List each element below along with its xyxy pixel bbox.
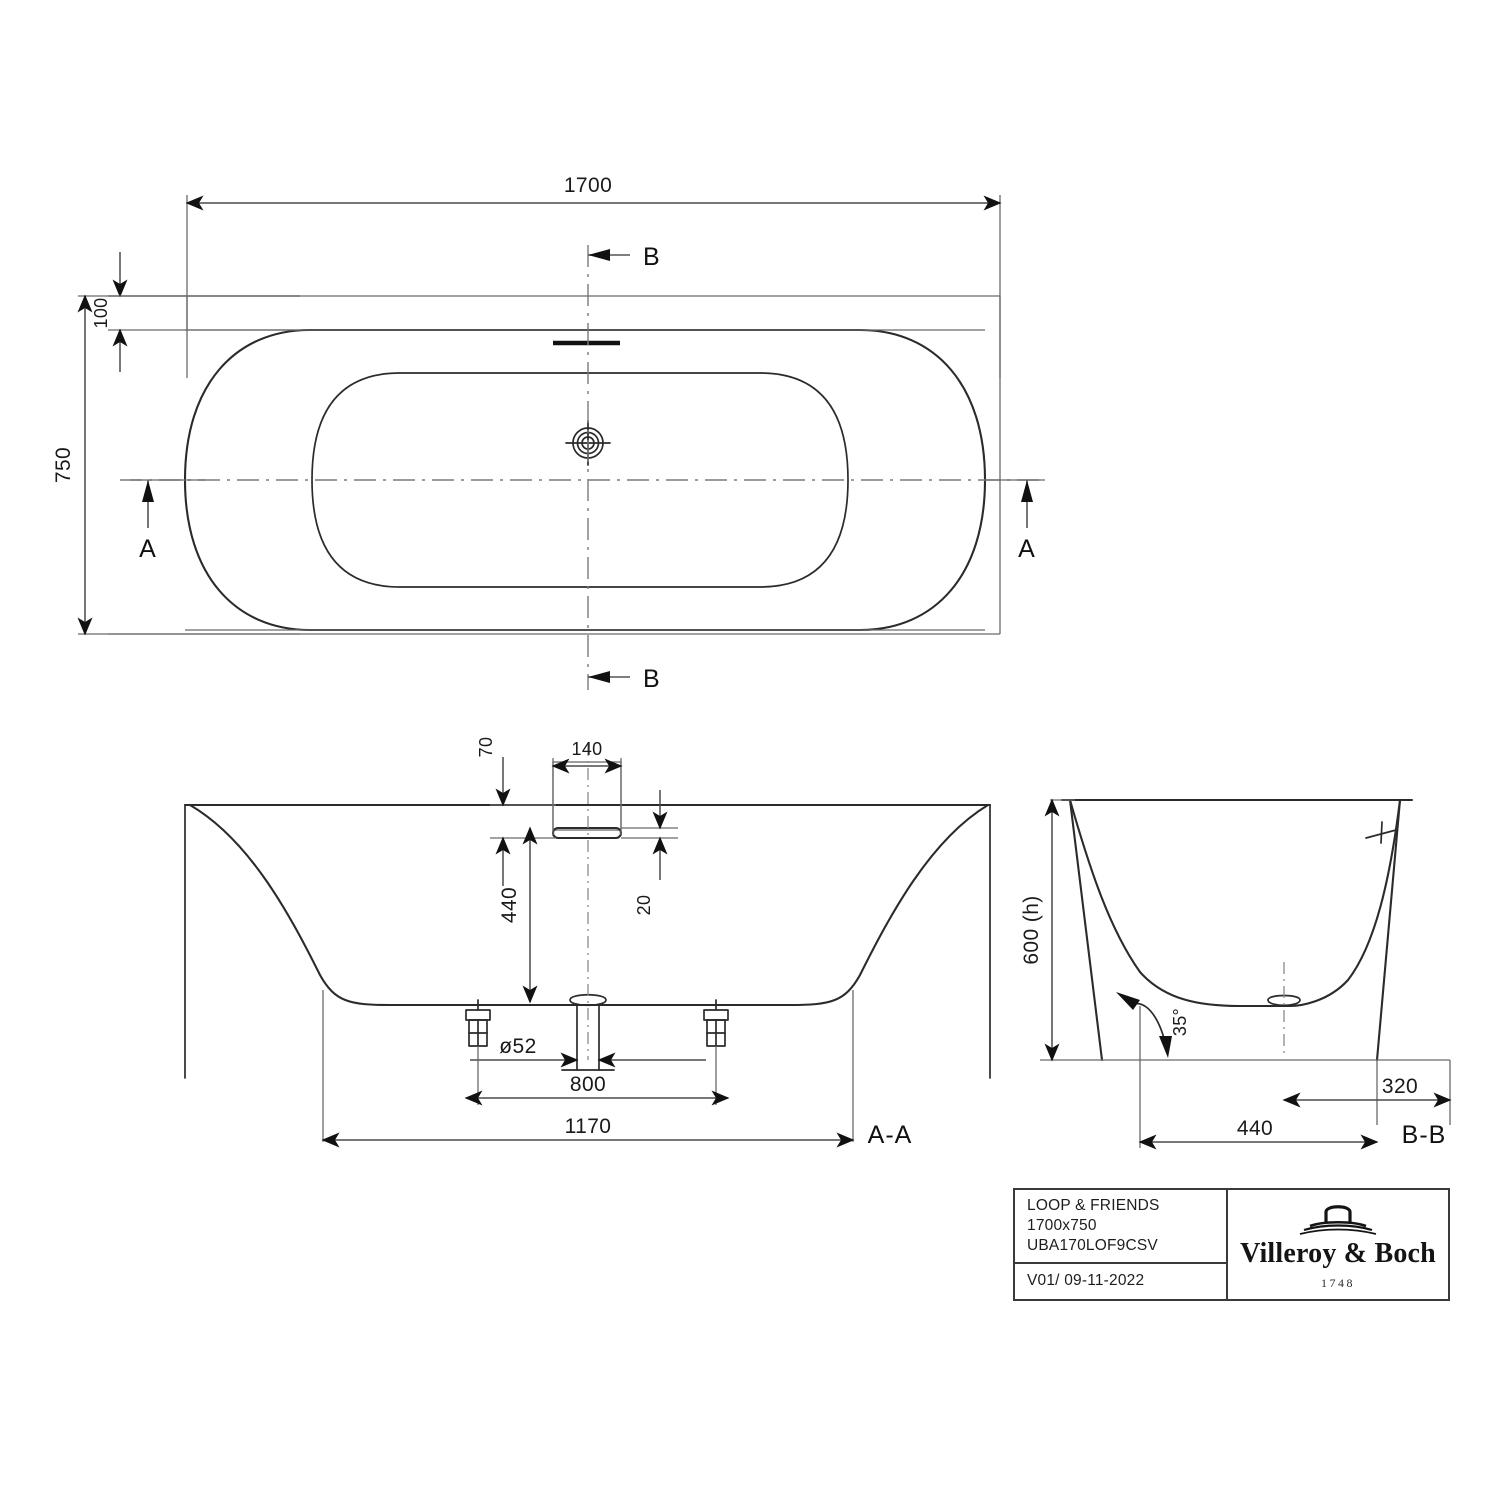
section-aa-geometry bbox=[183, 744, 992, 1142]
dimension-label-1170: 1170 bbox=[565, 1115, 612, 1138]
revision-text: V01/ 09-11-2022 bbox=[1027, 1272, 1145, 1289]
brand-year: 1748 bbox=[1321, 1276, 1355, 1290]
section-mark-a-right: A bbox=[1018, 480, 1036, 563]
dimension-70 bbox=[490, 757, 556, 886]
dimension-label-100: 100 bbox=[91, 298, 111, 329]
section-mark-a-left: A bbox=[139, 480, 157, 563]
dimension-label-1700: 1700 bbox=[564, 174, 612, 197]
section-label-a-right: A bbox=[1018, 535, 1036, 563]
dimension-label-320: 320 bbox=[1382, 1075, 1418, 1098]
section-bb-geometry bbox=[1040, 798, 1451, 1148]
section-view-label-aa: A-A bbox=[868, 1121, 913, 1149]
section-label-a-left: A bbox=[139, 535, 157, 563]
dimension-750 bbox=[77, 294, 300, 636]
title-block-revision: V01/ 09-11-2022 bbox=[1015, 1264, 1226, 1299]
brand-name: Villeroy & Boch bbox=[1240, 1238, 1436, 1269]
product-article-code: UBA170LOF9CSV bbox=[1027, 1237, 1158, 1254]
section-label-b-top: B bbox=[643, 243, 661, 271]
dimension-label-440-bb: 440 bbox=[1237, 1117, 1273, 1140]
title-block: LOOP & FRIENDS 1700x750 UBA170LOF9CSV V0… bbox=[1013, 1188, 1450, 1301]
section-mark-b-top: B bbox=[588, 243, 661, 271]
section-label-b-bottom: B bbox=[643, 665, 661, 693]
product-name: LOOP & FRIENDS bbox=[1027, 1197, 1160, 1214]
dimension-1700 bbox=[185, 195, 1002, 378]
dimension-label-440-aa: 440 bbox=[498, 887, 521, 923]
dimension-label-phi52: ø52 bbox=[499, 1035, 536, 1058]
title-block-info: LOOP & FRIENDS 1700x750 UBA170LOF9CSV V0… bbox=[1015, 1190, 1228, 1299]
title-block-brand: Villeroy & Boch 1748 bbox=[1228, 1190, 1448, 1299]
fountain-logo-icon bbox=[1299, 1205, 1377, 1235]
dimension-label-600h: 600 (h) bbox=[1020, 895, 1043, 964]
dimension-label-140: 140 bbox=[572, 739, 603, 759]
dimension-label-750: 750 bbox=[52, 447, 75, 483]
title-block-product: LOOP & FRIENDS 1700x750 UBA170LOF9CSV bbox=[1015, 1190, 1226, 1264]
dimension-label-20: 20 bbox=[634, 895, 654, 916]
foot-left bbox=[465, 999, 491, 1047]
section-view-label-bb: B-B bbox=[1402, 1121, 1447, 1149]
dimension-100 bbox=[108, 252, 300, 372]
dimension-label-35deg: 35° bbox=[1170, 1008, 1190, 1036]
dimension-800 bbox=[464, 1046, 730, 1106]
dimension-label-70: 70 bbox=[476, 737, 496, 758]
foot-right bbox=[703, 999, 729, 1047]
dimension-20 bbox=[621, 790, 678, 880]
top-view-geometry bbox=[120, 245, 1045, 690]
dimension-label-800: 800 bbox=[570, 1073, 606, 1096]
dimension-140 bbox=[551, 758, 623, 835]
section-mark-b-bottom: B bbox=[588, 665, 661, 693]
product-size: 1700x750 bbox=[1027, 1217, 1097, 1234]
